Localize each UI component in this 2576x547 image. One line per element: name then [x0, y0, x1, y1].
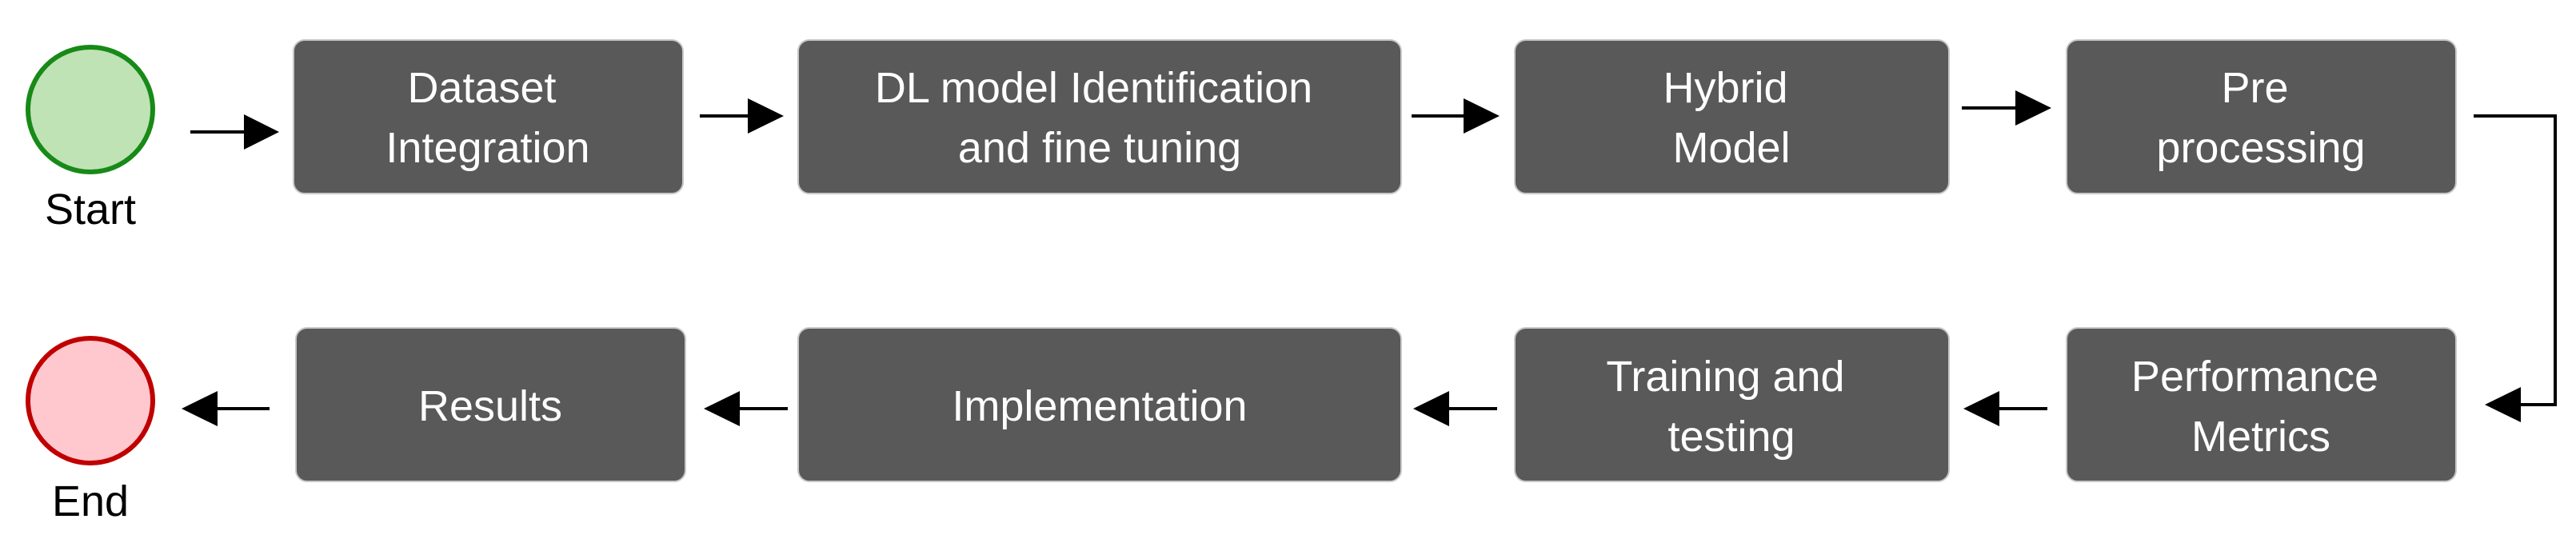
arrowhead	[1413, 391, 1449, 426]
step-label: Results	[418, 382, 562, 430]
step-label: DL model Identification and fine tuning	[875, 64, 1324, 172]
start-label: Start	[45, 186, 136, 234]
start-circle	[26, 45, 155, 174]
step-hybrid-model: Hybrid Model	[1514, 39, 1950, 194]
connector-hybrid-to-preprocessing	[1962, 90, 2051, 126]
step-box	[1514, 327, 1950, 482]
arrowhead	[2015, 90, 2051, 126]
step-preprocessing: Pre processing	[2066, 39, 2457, 194]
connector-dl-to-hybrid	[1412, 98, 1500, 134]
step-label: Pre processing	[2156, 64, 2365, 172]
step-training-testing: Training and testing	[1514, 327, 1950, 482]
step-performance-metrics: Performance Metrics	[2066, 327, 2457, 482]
step-label: Performance Metrics	[2131, 353, 2390, 461]
arrowhead	[182, 391, 218, 426]
step-label: Implementation	[952, 382, 1247, 430]
connector-implementation-to-results	[704, 391, 788, 426]
step-label: Dataset Integration	[385, 64, 589, 172]
arrowhead	[244, 114, 279, 150]
step-box	[797, 39, 1402, 194]
step-box	[2066, 39, 2457, 194]
connector-results-to-end	[182, 391, 270, 426]
step-label: Hybrid Model	[1663, 64, 1799, 172]
end-label: End	[52, 477, 129, 525]
arrowhead	[1963, 391, 1999, 426]
step-results: Results	[295, 327, 686, 482]
connector-training-to-implementation	[1413, 391, 1497, 426]
step-box	[2066, 327, 2457, 482]
connector-preprocessing-to-performance	[2474, 114, 2557, 422]
step-box	[1514, 39, 1950, 194]
end-node: End	[26, 336, 155, 525]
connector-performance-to-training	[1963, 391, 2047, 426]
arrowhead	[2485, 387, 2521, 422]
end-circle	[26, 336, 155, 465]
arrowhead	[748, 98, 784, 134]
connector-start-to-dataset	[190, 114, 279, 150]
step-box	[797, 327, 1402, 482]
start-node: Start	[26, 45, 155, 234]
arrowhead	[704, 391, 740, 426]
step-dataset-integration: Dataset Integration	[293, 39, 684, 194]
step-implementation: Implementation	[797, 327, 1402, 482]
step-box	[295, 327, 686, 482]
arrowhead	[1464, 98, 1500, 134]
step-dl-model: DL model Identification and fine tuning	[797, 39, 1402, 194]
connector-dataset-to-dl	[700, 98, 784, 134]
step-box	[293, 39, 684, 194]
connector-line	[2474, 114, 2557, 406]
step-label: Training and testing	[1606, 353, 1856, 461]
